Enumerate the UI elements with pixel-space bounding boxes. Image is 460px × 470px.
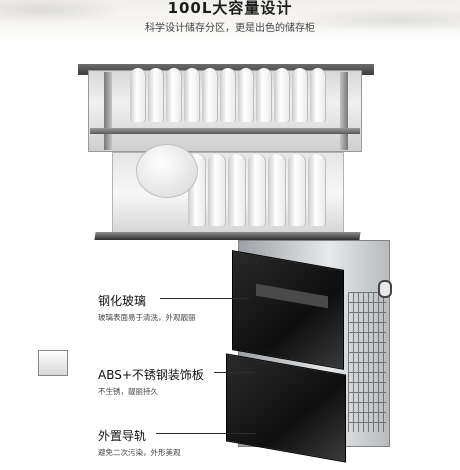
feature-desc: 不生锈，靓丽持久 — [98, 387, 158, 396]
plate — [268, 154, 286, 226]
leader-line — [156, 433, 256, 434]
feature-desc: 玻璃表面易于清洗，外观靓丽 — [98, 313, 196, 322]
page-subtitle: 科学设计储存分区，更是出色的储存柜 — [145, 23, 315, 34]
viewing-window — [38, 350, 68, 376]
feature-name: 外置导轨 — [98, 429, 147, 443]
upper-rail — [90, 128, 360, 134]
feature-name: 钢化玻璃 — [98, 294, 147, 308]
plate — [208, 154, 226, 226]
plate — [220, 68, 236, 122]
disinfection-cabinet-image — [220, 232, 395, 463]
feature-external-rail: 外置导轨 避免二次污染，外形美观 — [98, 427, 181, 458]
plate — [228, 154, 246, 226]
left-post — [104, 72, 112, 150]
page-title: 100L大容量设计 — [167, 0, 293, 17]
plate — [310, 68, 326, 122]
vent-icon — [378, 280, 392, 298]
leader-line — [160, 298, 250, 299]
plate — [248, 154, 266, 226]
plate — [130, 68, 146, 122]
wire-rack — [348, 292, 386, 432]
feature-tempered-glass: 钢化玻璃 玻璃表面易于清洗，外观靓丽 — [98, 292, 196, 323]
upper-glass-door — [232, 250, 344, 370]
plate — [288, 154, 306, 226]
header-background: 100L大容量设计 科学设计储存分区，更是出色的储存柜 — [0, 0, 460, 44]
leader-line — [214, 372, 254, 373]
plate — [166, 68, 182, 122]
feature-abs-panel: ABS+不锈钢装饰板 不生锈，靓丽持久 — [98, 366, 204, 397]
feature-desc: 避免二次污染，外形美观 — [98, 448, 181, 457]
right-post — [340, 72, 348, 150]
plate — [148, 68, 164, 122]
plate — [202, 68, 218, 122]
plate — [238, 68, 254, 122]
plate — [256, 68, 272, 122]
plate — [308, 154, 326, 226]
feature-name: ABS+不锈钢装饰板 — [98, 368, 204, 382]
plate — [274, 68, 290, 122]
bowl — [136, 144, 198, 198]
plate — [184, 68, 200, 122]
plate — [292, 68, 308, 122]
dish-rack-cabinet-image — [0, 52, 460, 240]
